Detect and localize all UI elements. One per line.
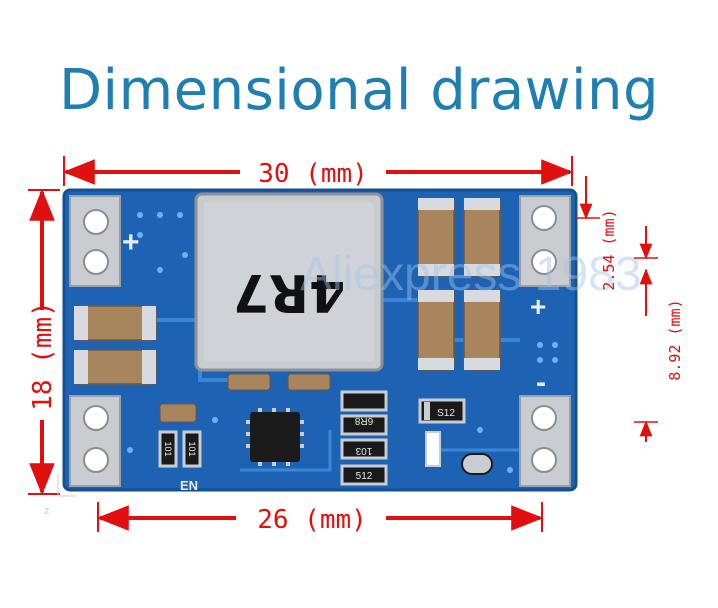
axis-marker: [57, 474, 76, 497]
dimension-left-label: 18 (mm): [28, 301, 58, 411]
dimension-right-offset-label: 8.92 (mm): [666, 299, 684, 380]
regulator-ic: [246, 408, 304, 466]
dimension-left: [28, 188, 60, 496]
plus-label-right: +: [530, 291, 546, 322]
pad-input-left-bottom: [69, 395, 121, 487]
dimension-right-pitch: [576, 176, 658, 260]
inductor: 4R7: [194, 192, 384, 372]
resistor-mark-2: 103: [355, 445, 372, 456]
resistor-mark-4: 101: [163, 441, 173, 456]
watermark: Aliexpress 1983: [300, 248, 642, 301]
axis-mark-label: z: [44, 505, 50, 517]
resistor-mark-3: 512: [356, 471, 373, 482]
inductor-marking: 4R7: [233, 262, 345, 322]
led: [425, 431, 441, 467]
page-title: Dimensional drawing: [58, 58, 660, 123]
dimension-bottom-label: 26 (mm): [257, 505, 367, 535]
dimension-top: [62, 156, 574, 186]
solder-jumper: [461, 453, 493, 475]
dimension-right-pitch-label: 2.54 (mm): [600, 209, 618, 290]
dimension-top-label: 30 (mm): [258, 159, 368, 189]
resistor-group: [158, 390, 388, 486]
enable-label: EN: [180, 478, 198, 493]
dimension-right-offset: [634, 268, 658, 442]
pad-output-positive: [519, 195, 571, 287]
minus-label-right: -: [536, 366, 546, 399]
resistor-mark-5: 101: [187, 441, 197, 456]
diode: [418, 398, 466, 424]
pad-output-negative: [519, 395, 571, 487]
dimension-bottom: [96, 502, 544, 532]
pad-input-positive: [69, 195, 121, 287]
capacitor-group: [73, 197, 501, 423]
diode-marking: S12: [437, 408, 455, 419]
resistor-mark-1: 6R8: [354, 415, 373, 426]
plus-label-left: +: [122, 226, 140, 259]
